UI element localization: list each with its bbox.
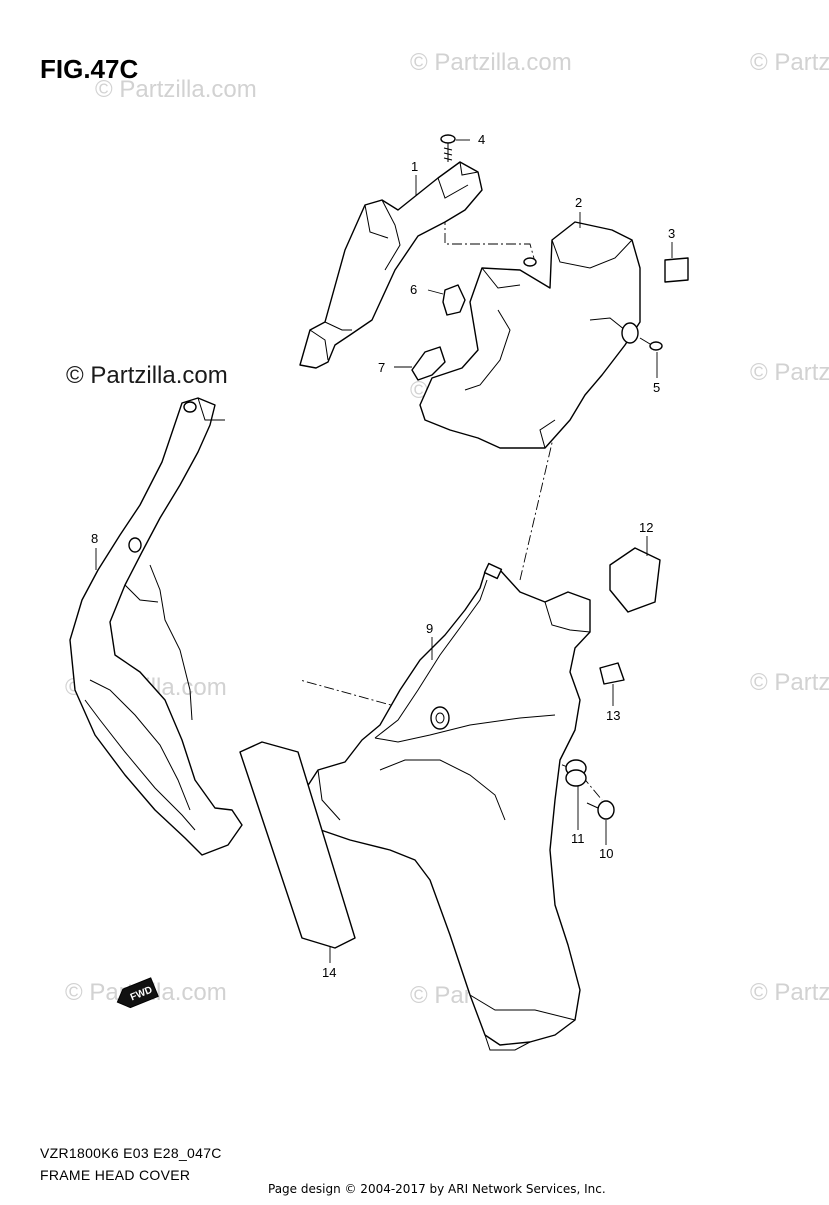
callout-9: 9 xyxy=(426,621,433,636)
watermark-text: © Partzilla.com xyxy=(66,362,228,389)
callout-1: 1 xyxy=(411,159,418,174)
part-7-clip xyxy=(411,346,446,381)
part-8-side-cover xyxy=(69,397,243,856)
part-5-screw xyxy=(639,337,663,351)
section-name: FRAME HEAD COVER xyxy=(40,1167,190,1183)
watermark-text: © Partz xyxy=(750,359,829,386)
part-13-clip xyxy=(599,662,625,685)
callout-labels: 4 1 2 3 6 7 5 8 9 12 13 11 10 14 xyxy=(91,132,675,980)
watermark-text: © Partz xyxy=(750,49,829,76)
fwd-arrow-icon: FWD xyxy=(116,977,159,1009)
callout-2: 2 xyxy=(575,195,582,210)
assembly-line xyxy=(519,429,556,581)
part-14-strip xyxy=(239,741,356,949)
watermark-text: © Partzilla.com xyxy=(410,49,572,76)
callout-5: 5 xyxy=(653,380,660,395)
part-4-screw xyxy=(440,134,456,162)
callout-10: 10 xyxy=(599,846,613,861)
callout-6: 6 xyxy=(410,282,417,297)
leader-lines xyxy=(95,139,673,963)
watermark-text: © Partzilla.com xyxy=(95,76,257,103)
part-6-clip xyxy=(442,284,466,316)
callout-8: 8 xyxy=(91,531,98,546)
part-12-pad xyxy=(609,547,661,613)
part-1-bracket xyxy=(299,161,483,369)
callout-12: 12 xyxy=(639,520,653,535)
part-3-pad xyxy=(664,257,689,283)
part-2-upper-cover xyxy=(419,221,641,449)
callout-14: 14 xyxy=(322,965,336,980)
watermark-text: © Partz xyxy=(750,979,829,1006)
callout-13: 13 xyxy=(606,708,620,723)
figure-title: FIG.47C xyxy=(40,54,138,84)
callout-11: 11 xyxy=(571,831,585,846)
callout-4: 4 xyxy=(478,132,485,147)
assembly-line xyxy=(444,215,536,263)
model-code: VZR1800K6 E03 E28_047C xyxy=(40,1145,222,1161)
page-credit: Page design © 2004-2017 by ARI Network S… xyxy=(268,1182,606,1196)
part-11-grommet xyxy=(565,759,587,787)
callout-3: 3 xyxy=(668,226,675,241)
part-9-head-cover xyxy=(299,562,591,1051)
part-10-bolt xyxy=(586,800,615,820)
callout-7: 7 xyxy=(378,360,385,375)
watermark-text: © Partz xyxy=(750,669,829,696)
